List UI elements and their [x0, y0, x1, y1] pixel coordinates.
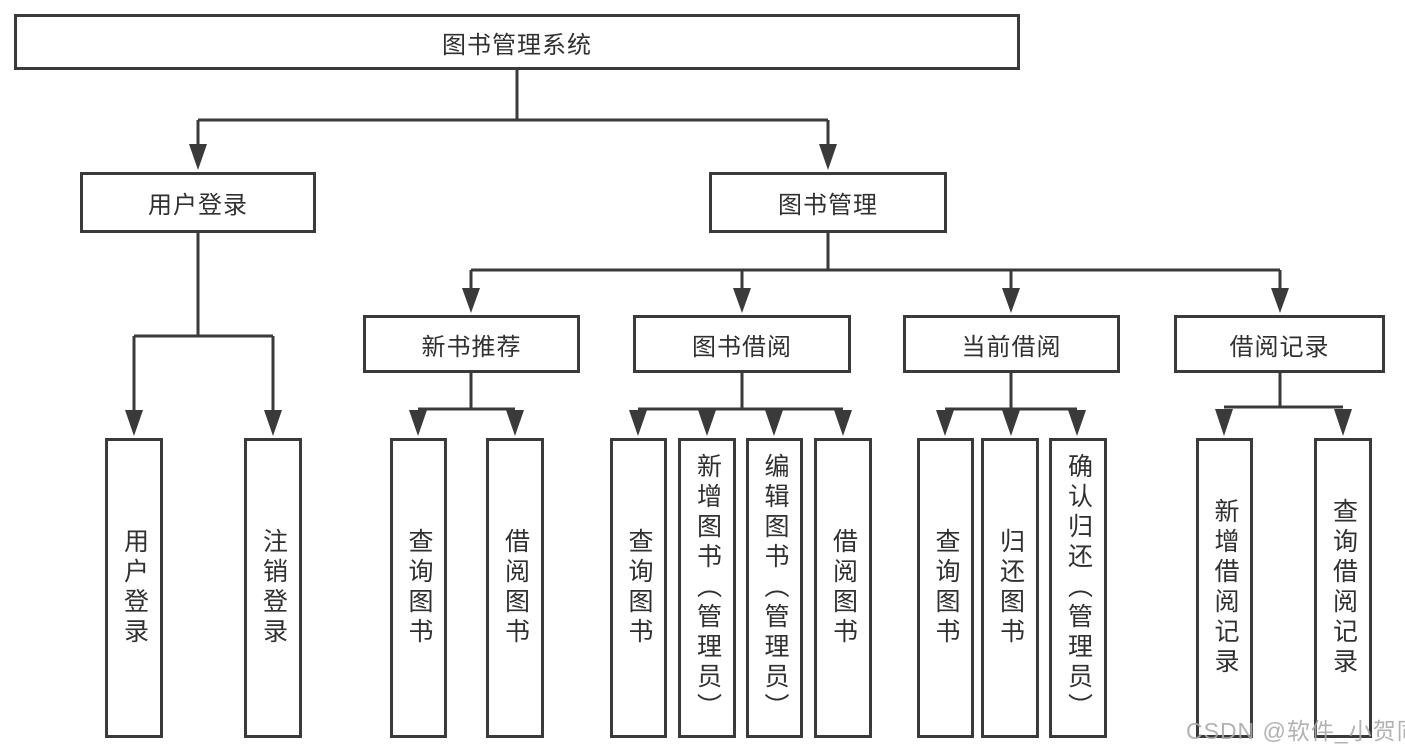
arrow-to-leaf-user-login — [125, 410, 143, 436]
arrow-to-book-borrow — [733, 288, 751, 313]
leaf-confirm-return-admin-label: 确认归还（管理员） — [1064, 453, 1093, 723]
arrow-to-leaf-edit-book — [765, 410, 783, 436]
leaf-query-borrow-record-label: 查询借阅记录 — [1329, 498, 1358, 678]
leaf-user-login: 用户登录 — [105, 438, 163, 738]
node-borrow-records: 借阅记录 — [1174, 315, 1385, 373]
arrow-to-leaf-confirm-return — [1068, 410, 1086, 436]
node-new-book-recommend: 新书推荐 — [363, 315, 580, 373]
csdn-watermark: CSDN @软件_小贺同学 — [1186, 718, 1405, 744]
leaf-add-book-admin: 新增图书（管理员） — [678, 438, 736, 738]
connector-new-book-recommend-trunk — [418, 373, 515, 411]
connector-root-trunk — [198, 70, 828, 122]
node-user-login: 用户登录 — [80, 172, 316, 233]
node-book-borrow-label: 图书借阅 — [692, 333, 792, 361]
arrow-to-current-borrow — [1002, 288, 1020, 313]
leaf-query-books-3-label: 查询图书 — [932, 528, 960, 648]
node-book-management: 图书管理 — [709, 172, 947, 233]
node-user-login-label: 用户登录 — [148, 192, 248, 219]
node-current-borrow: 当前借阅 — [903, 315, 1120, 373]
leaf-borrow-books-2-label: 借阅图书 — [829, 528, 858, 648]
arrow-to-leaf-return-book — [1002, 410, 1020, 436]
arrow-to-book-management — [819, 144, 837, 170]
connector-book-management-trunk — [471, 233, 1280, 272]
connector-book-borrow-trunk — [638, 373, 843, 411]
connector-current-borrow-trunk — [945, 373, 1077, 411]
node-book-management-label: 图书管理 — [778, 192, 878, 219]
leaf-query-books-1: 查询图书 — [390, 438, 447, 738]
leaf-query-books-3: 查询图书 — [917, 438, 974, 738]
leaf-borrow-books-1-label: 借阅图书 — [501, 528, 530, 648]
leaf-confirm-return-admin: 确认归还（管理员） — [1049, 438, 1107, 738]
arrow-to-borrow-records — [1271, 288, 1289, 313]
arrow-to-leaf-add-book — [698, 410, 716, 436]
arrow-to-leaf-query-books-1 — [409, 410, 427, 436]
leaf-add-book-admin-label: 新增图书（管理员） — [693, 453, 722, 723]
node-new-book-recommend-label: 新书推荐 — [421, 333, 522, 361]
arrow-to-leaf-query-books-2 — [629, 410, 647, 436]
node-root: 图书管理系统 — [14, 14, 1020, 70]
arrow-to-leaf-query-books-3 — [936, 410, 954, 436]
arrow-to-new-book-recommend — [462, 288, 480, 313]
arrow-to-leaf-borrow-books-1 — [506, 410, 524, 436]
leaf-add-borrow-record: 新增借阅记录 — [1196, 438, 1253, 738]
leaf-logout-label: 注销登录 — [259, 528, 288, 648]
leaf-borrow-books-1: 借阅图书 — [486, 438, 544, 738]
leaf-query-borrow-record: 查询借阅记录 — [1314, 438, 1372, 738]
node-root-label: 图书管理系统 — [442, 31, 592, 59]
leaf-query-books-2: 查询图书 — [610, 438, 667, 738]
leaf-add-borrow-record-label: 新增借阅记录 — [1211, 498, 1239, 678]
node-book-borrow: 图书借阅 — [633, 315, 851, 373]
leaf-return-book: 归还图书 — [981, 438, 1039, 738]
leaf-borrow-books-2: 借阅图书 — [814, 438, 872, 738]
leaf-edit-book-admin: 编辑图书（管理员） — [746, 438, 803, 738]
leaf-user-login-label: 用户登录 — [120, 528, 149, 648]
arrow-to-leaf-query-borrow-record — [1334, 409, 1352, 436]
leaf-edit-book-admin-label: 编辑图书（管理员） — [761, 453, 789, 723]
arrow-to-leaf-logout — [264, 410, 282, 436]
node-borrow-records-label: 借阅记录 — [1229, 333, 1330, 361]
node-current-borrow-label: 当前借阅 — [961, 333, 1062, 361]
connector-borrow-records-trunk — [1224, 373, 1343, 409]
leaf-return-book-label: 归还图书 — [996, 528, 1025, 648]
arrow-to-leaf-add-borrow-record — [1215, 409, 1233, 436]
leaf-query-books-1-label: 查询图书 — [405, 528, 433, 648]
leaf-logout: 注销登录 — [244, 438, 302, 738]
arrow-to-user-login — [189, 144, 207, 170]
arrow-to-leaf-borrow-books-2 — [834, 410, 852, 436]
leaf-query-books-2-label: 查询图书 — [625, 528, 653, 648]
connector-user-login-trunk — [134, 233, 273, 338]
